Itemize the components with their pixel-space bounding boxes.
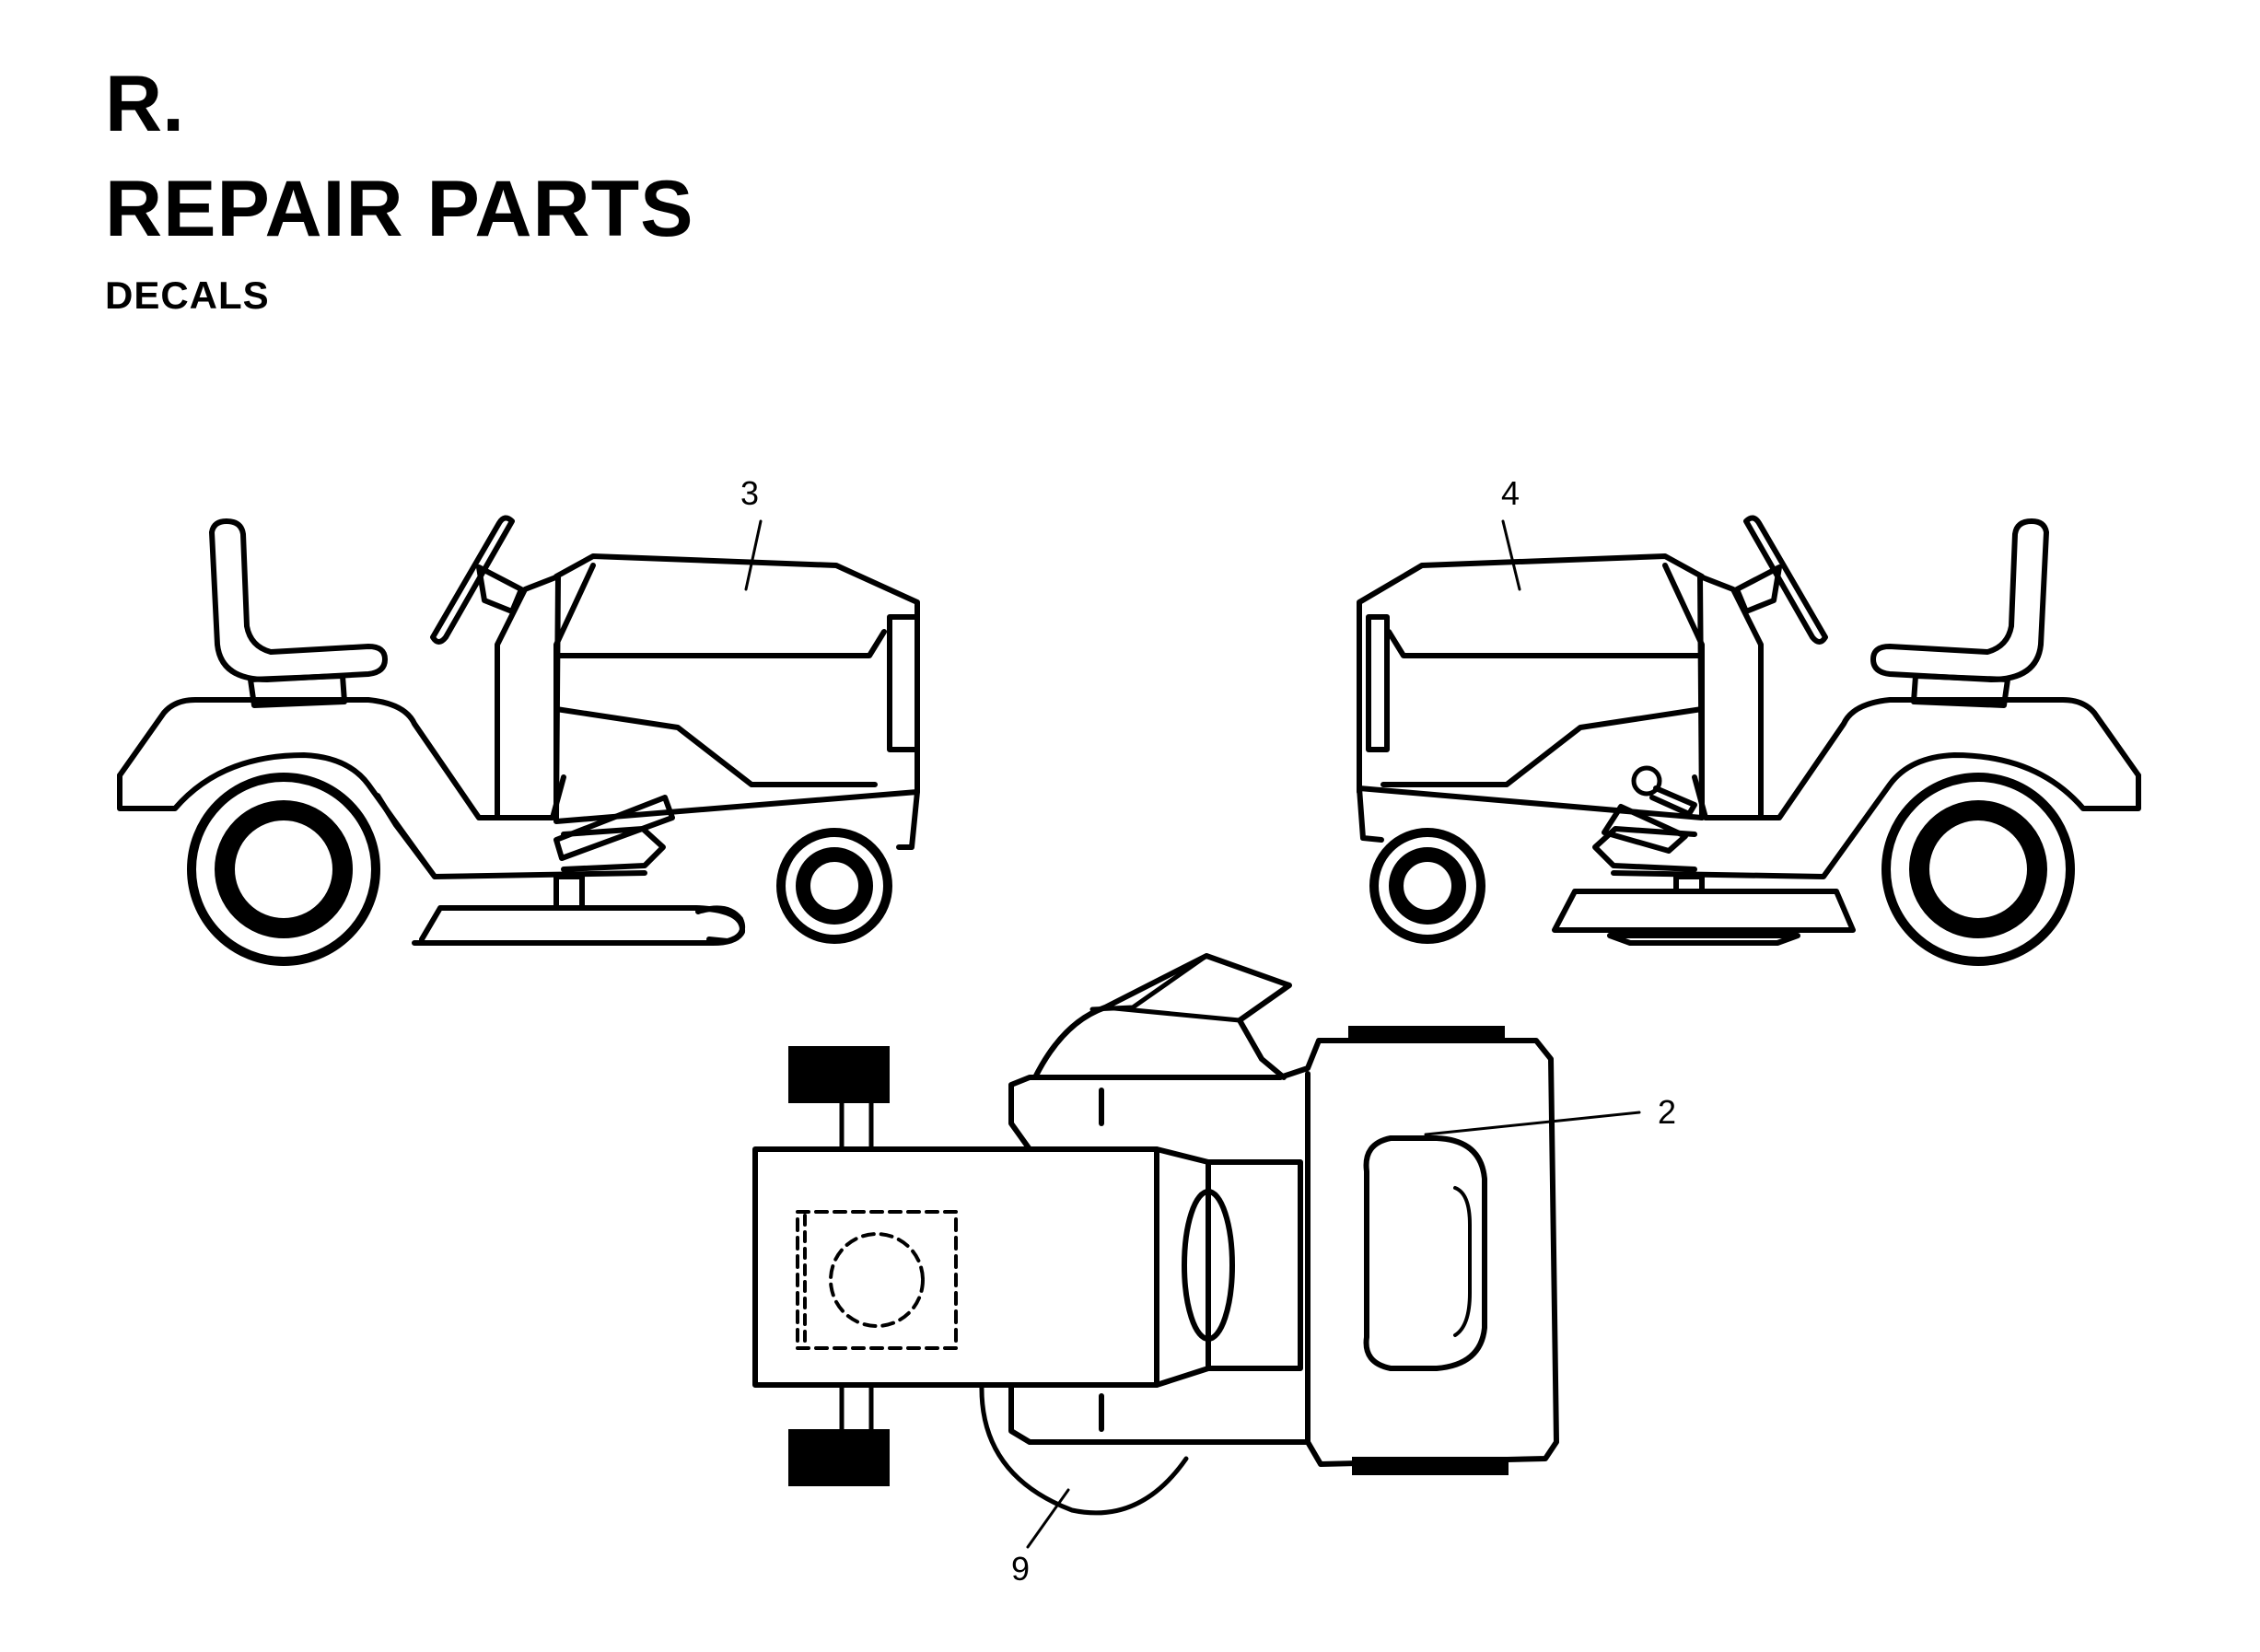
page-subtitle: DECALS [105,273,270,317]
rear-tire-bottom [788,1429,890,1486]
seat-left [209,518,388,682]
grille-right [1366,614,1390,752]
dash-top [1206,1159,1303,1371]
rear-wheel-right [1881,773,2075,966]
callout-9: 9 [1011,1550,1030,1588]
seat-decal-circle [829,1232,925,1328]
rear-tire-top [788,1046,890,1103]
front-frame-right [1357,785,1705,843]
footrest-right [1592,826,1697,872]
hood-left [553,553,920,795]
lift-lever-knob-right [1631,765,1662,797]
section-letter: R. [105,60,184,148]
tractor-left-side-view [117,515,920,966]
seat-pan-top [752,1146,1159,1388]
steering-wheel-left [430,515,515,645]
chassis-lower-left [375,793,437,879]
rear-fender-left [117,697,566,820]
headlight-top [1363,1135,1487,1371]
seat-back-top [1154,1146,1211,1388]
front-tire-bottom [1352,1457,1509,1475]
footrest-left [561,826,666,872]
deck-support-right [1673,874,1705,894]
callout-4: 4 [1501,474,1520,512]
callout-4-leader [1501,519,1521,591]
callout-9-leader [1026,1488,1070,1549]
dash-tower-left [495,574,561,820]
seat-right [1870,518,2049,682]
steering-wheel-right [1743,515,1828,645]
discharge-chute-top [1032,953,1292,1080]
front-frame-left [553,789,920,850]
headlight-inner-top [1453,1186,1472,1337]
rear-fender-right [1692,697,2141,820]
pedal-left [553,795,675,861]
pedal-right [1602,804,1688,854]
rear-wheel-left [187,773,380,966]
page-title: REPAIR PARTS [105,165,694,253]
deck-support-left [553,874,585,911]
mower-deck-top [979,1382,1189,1516]
mower-deck-left [412,905,746,946]
front-wheel-right [1369,828,1485,944]
hood-panel-right [1386,629,1705,658]
callout-3-leader [744,519,763,591]
body-side-top [1008,1038,1559,1467]
hood-lower-panel-left [553,706,878,787]
callout-3: 3 [740,474,759,512]
steering-wheel-top [1182,1189,1235,1342]
fender-bottom-left [117,752,647,879]
fender-bottom-right [1611,752,2141,879]
callout-2-leader [1424,1111,1641,1136]
hood-lower-panel-right [1380,706,1705,787]
page-header: R. REPAIR PARTS DECALS [105,64,694,315]
lift-lever-right [1649,785,1697,817]
mower-deck-right [1552,889,1856,933]
hood-panel-left [553,629,887,658]
tractor-right-side-view [1357,515,2141,966]
tractor-top-view [752,953,1559,1516]
hood-right [1357,553,1705,795]
deck-chute-left [695,905,746,944]
front-tire-top [1348,1026,1505,1042]
grille-left [887,614,920,752]
front-wheel-left [776,828,892,944]
hood-side-left [553,563,596,820]
deck-edge-right [1607,933,1800,946]
callout-2: 2 [1658,1093,1676,1131]
hood-side-right [1662,563,1705,820]
seat-decal-dashed [796,1210,958,1350]
dash-tower-right [1697,574,1764,820]
